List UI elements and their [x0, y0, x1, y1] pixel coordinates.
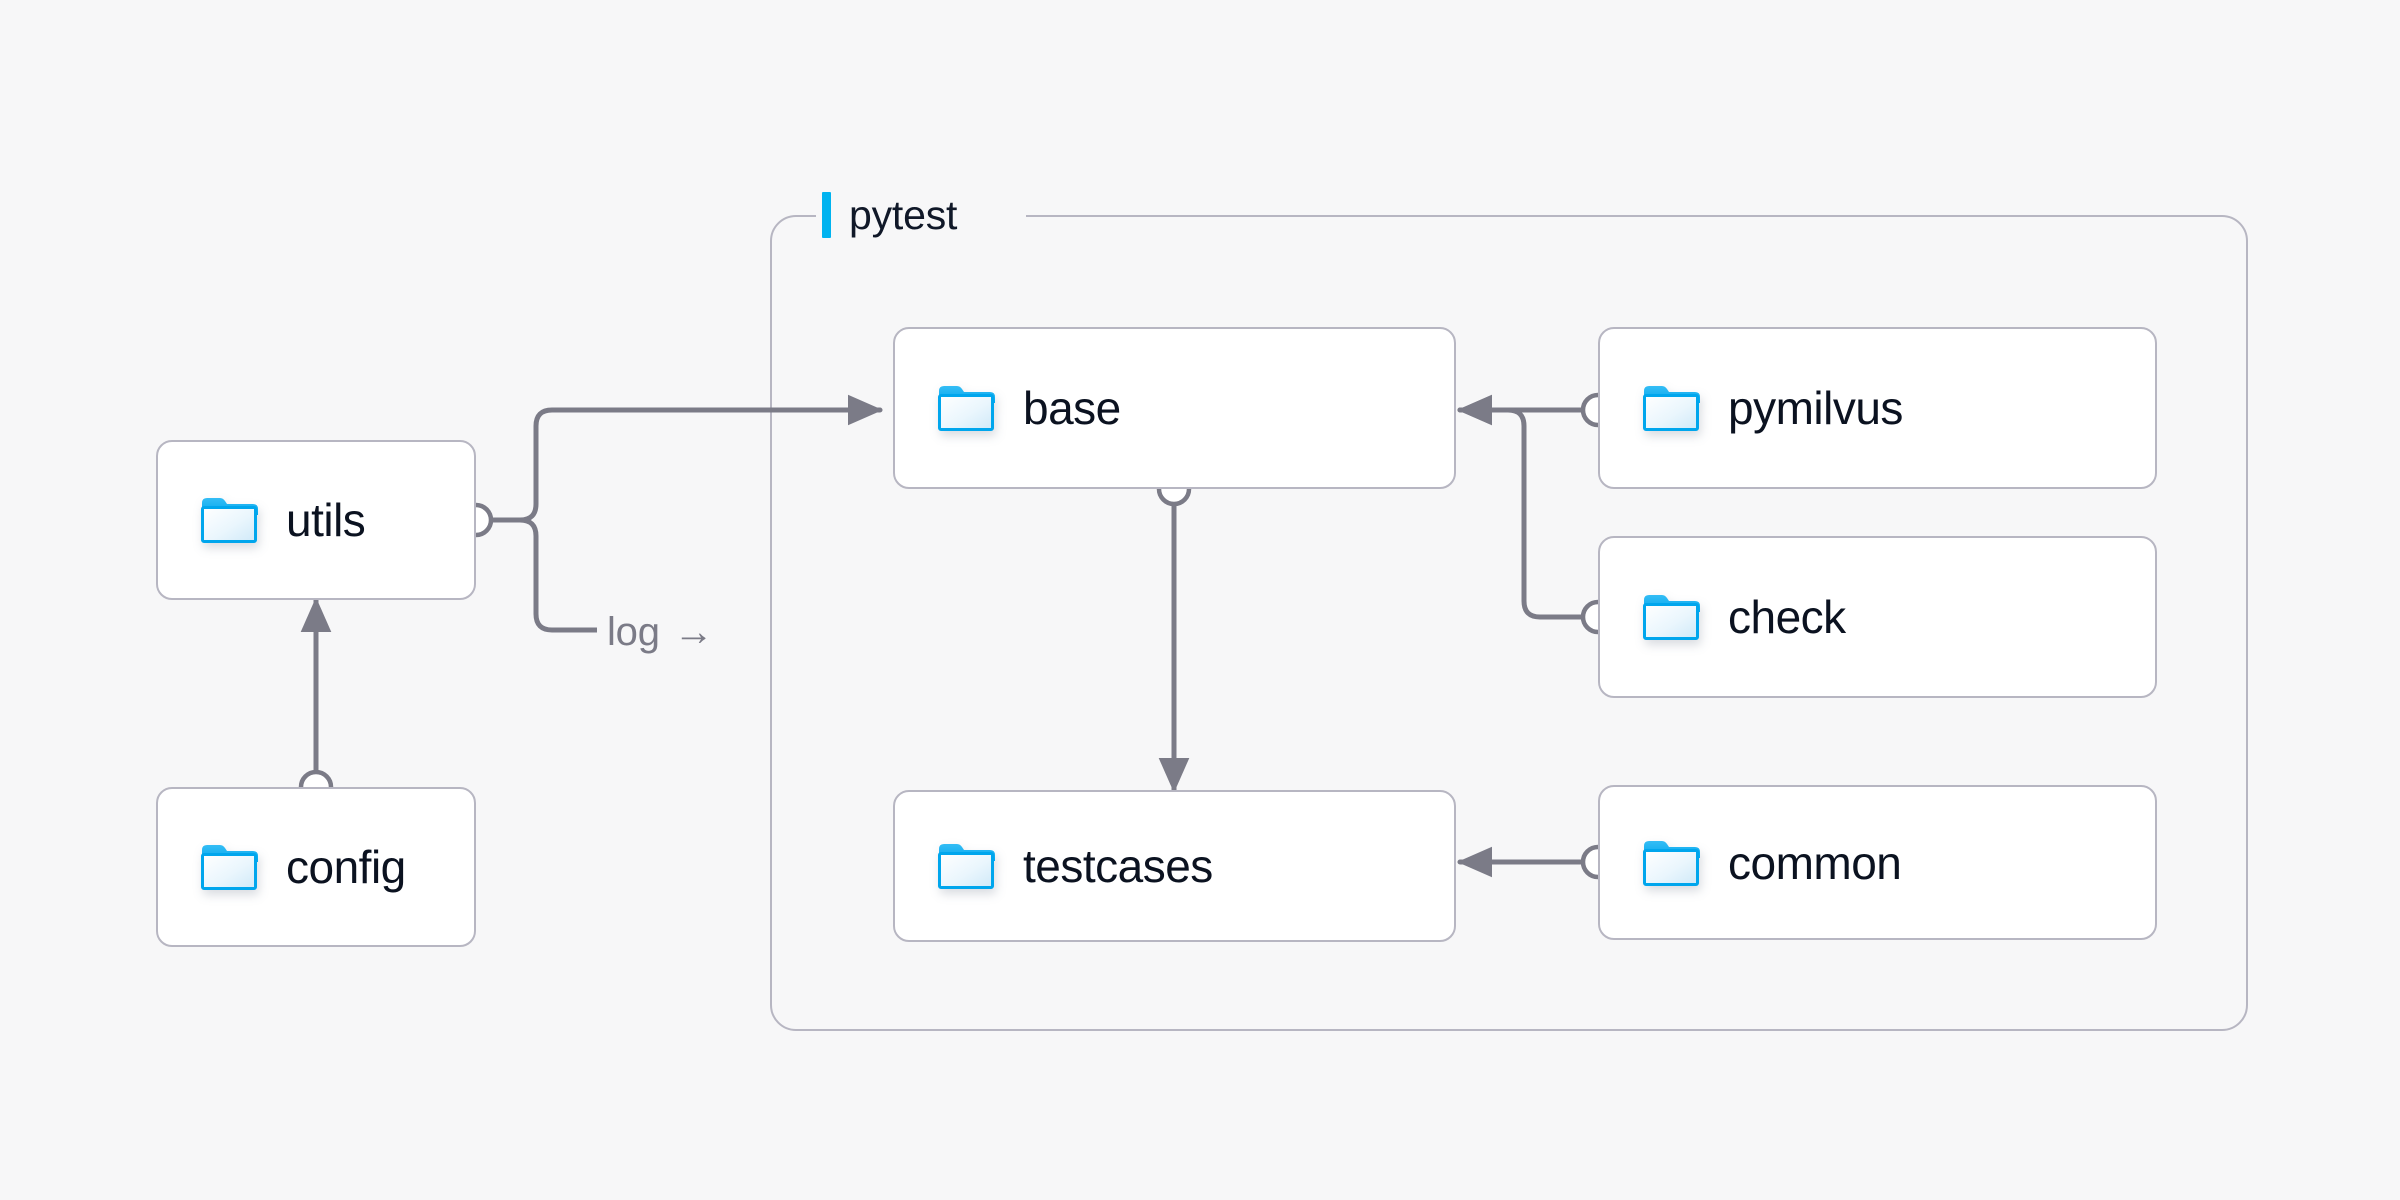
- node-label: base: [1023, 382, 1121, 434]
- edge-label-log: log →: [597, 610, 724, 654]
- node-testcases[interactable]: testcases: [893, 790, 1456, 942]
- node-label: testcases: [1023, 840, 1213, 892]
- folder-icon: [1642, 383, 1700, 433]
- node-base[interactable]: base: [893, 327, 1456, 489]
- node-label: check: [1728, 591, 1846, 643]
- node-config[interactable]: config: [156, 787, 476, 947]
- node-common[interactable]: common: [1598, 785, 2157, 940]
- node-label: common: [1728, 836, 1902, 889]
- node-label: config: [286, 841, 406, 893]
- group-title: pytest: [849, 191, 958, 238]
- node-label: utils: [286, 494, 366, 546]
- node-pymilvus[interactable]: pymilvus: [1598, 327, 2157, 489]
- folder-icon: [937, 383, 995, 433]
- edge-utils-log: [484, 517, 603, 633]
- folder-icon: [1642, 592, 1700, 642]
- node-utils[interactable]: utils: [156, 440, 476, 600]
- accent-bar-icon: [822, 192, 831, 238]
- folder-icon: [937, 841, 995, 891]
- node-label: pymilvus: [1728, 382, 1903, 434]
- arrow-right-icon: →: [673, 610, 714, 654]
- edge-label-text: log: [607, 610, 660, 654]
- group-container-pytest[interactable]: [770, 215, 2248, 1031]
- node-check[interactable]: check: [1598, 536, 2157, 698]
- folder-icon: [200, 495, 258, 545]
- folder-icon: [1642, 838, 1700, 888]
- group-label-gap: [816, 200, 1026, 232]
- group-label-pytest: pytest: [822, 192, 957, 238]
- folder-icon: [200, 842, 258, 892]
